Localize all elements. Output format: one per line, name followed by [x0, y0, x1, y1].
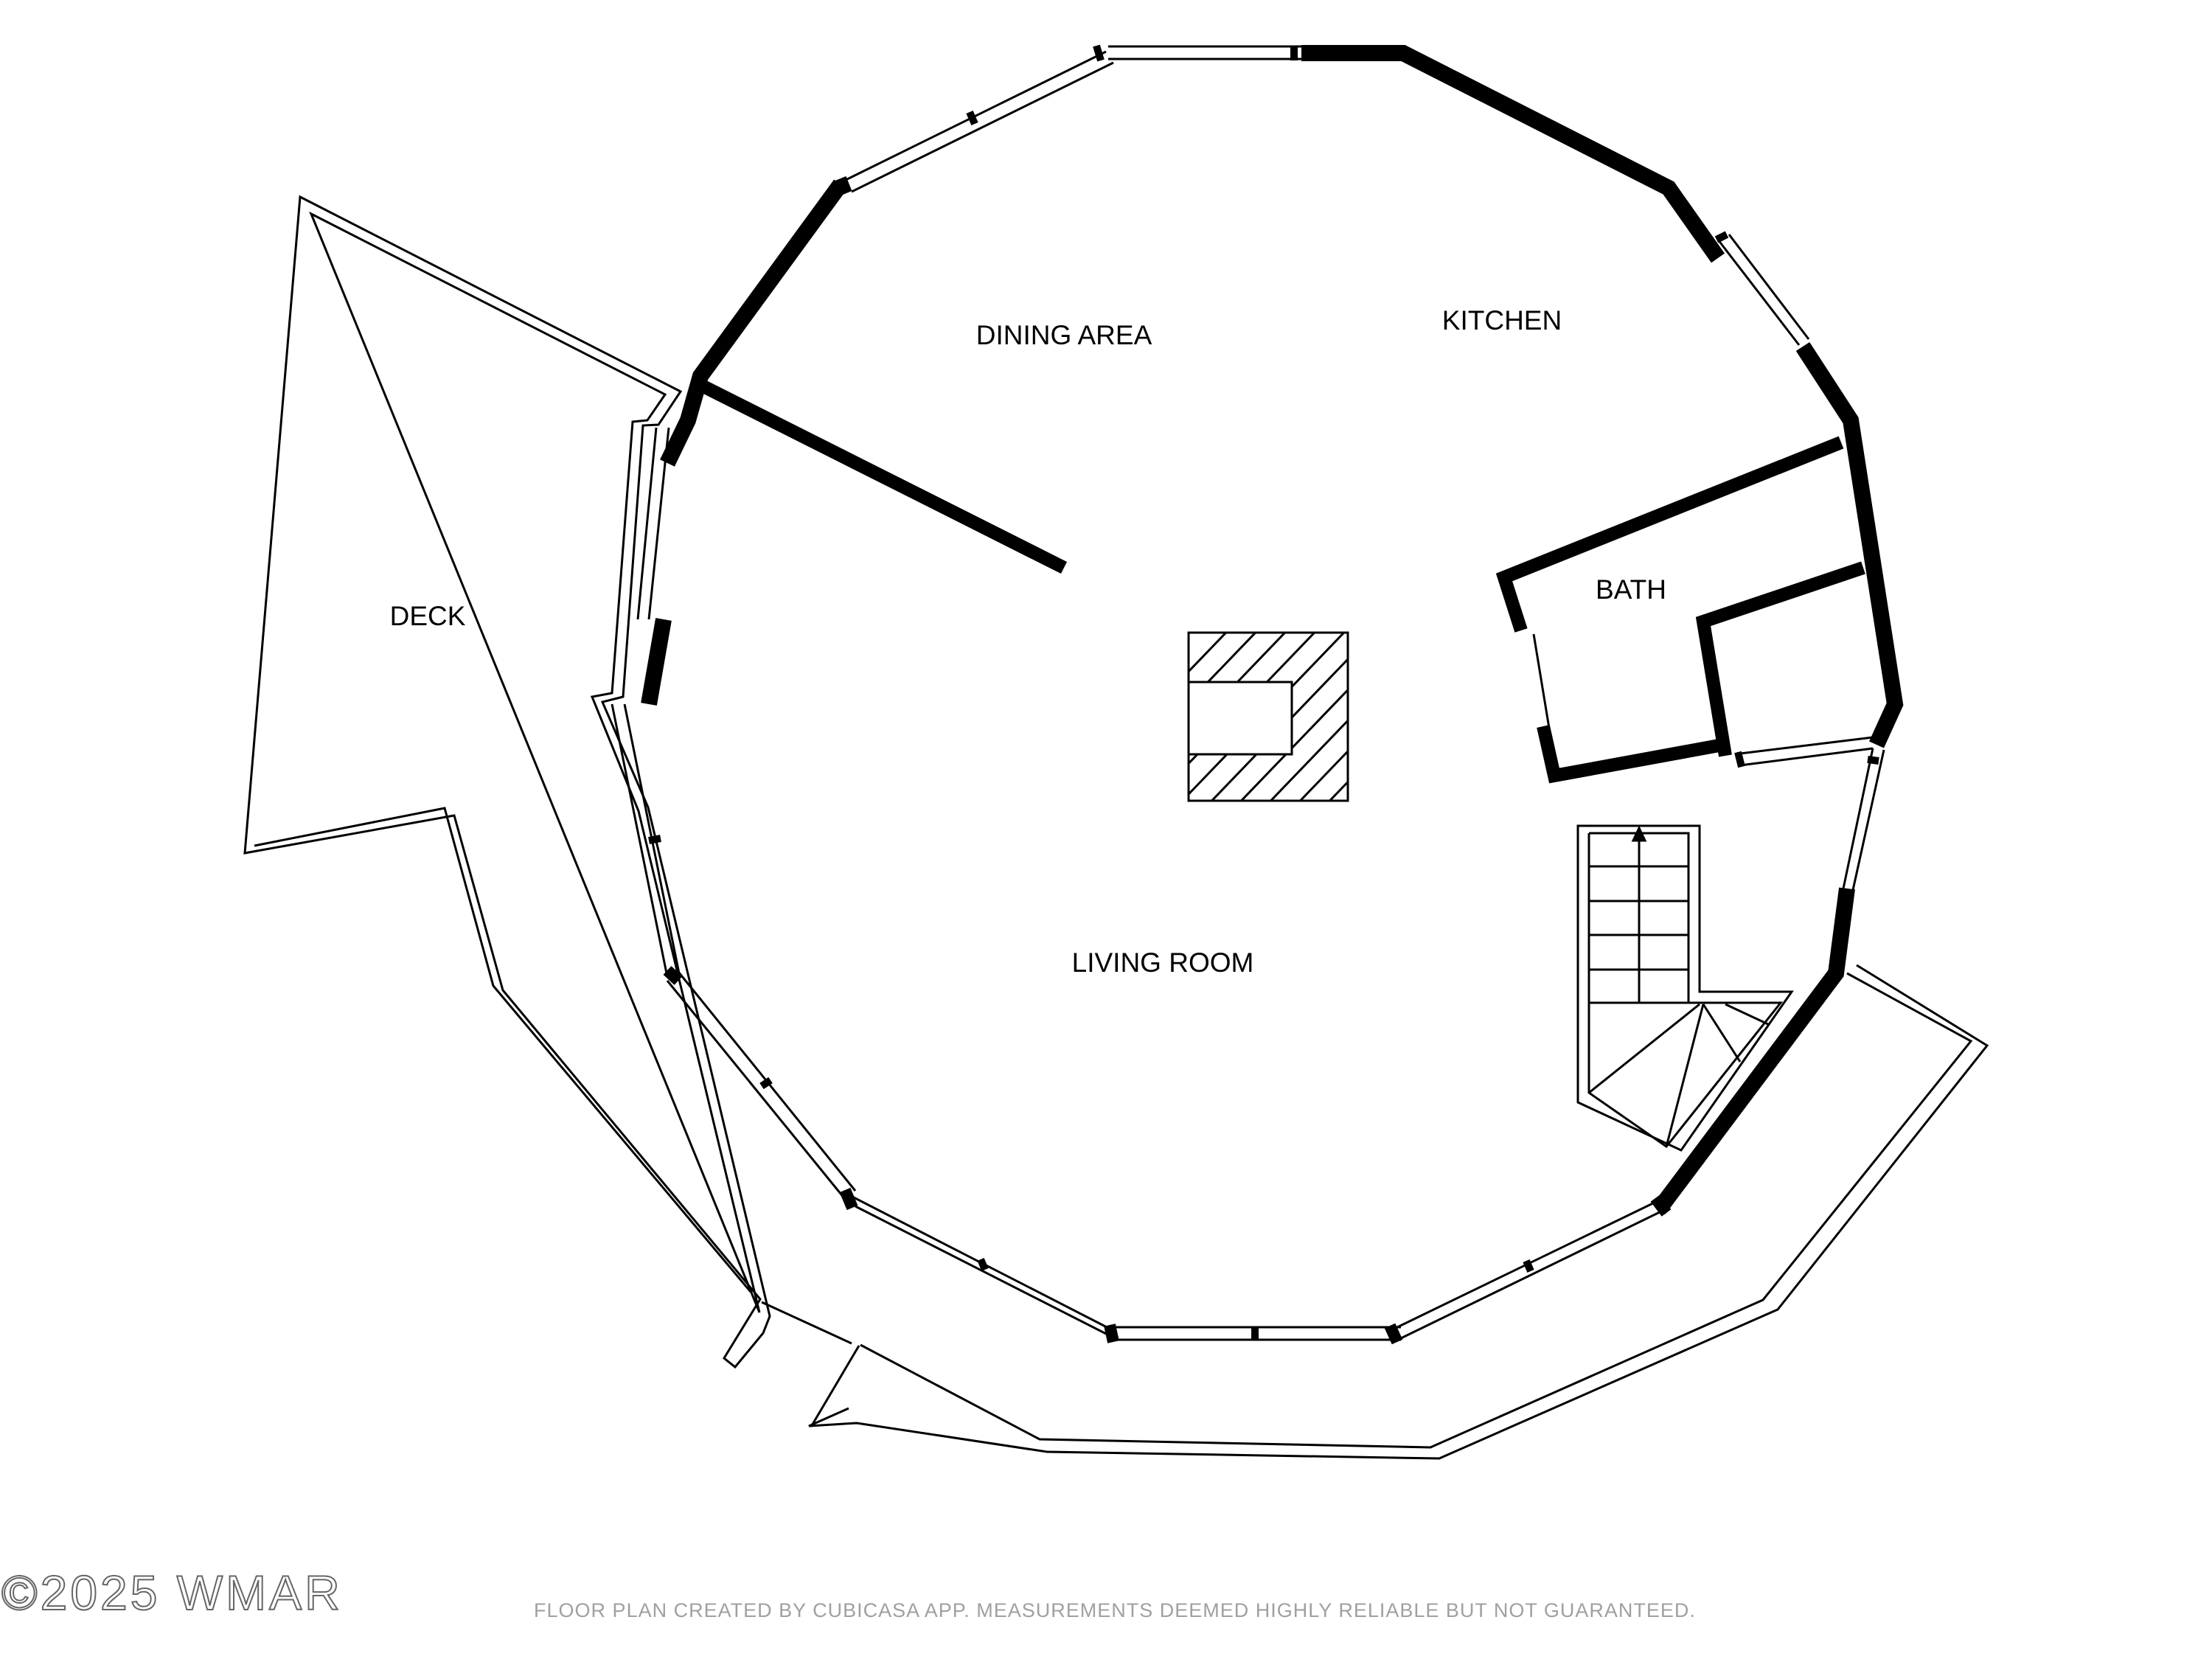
label-dining-area: DINING AREA	[976, 320, 1152, 350]
deck-outline	[243, 195, 771, 1369]
wall-caps	[663, 176, 1672, 1345]
label-deck: DECK	[390, 601, 466, 631]
disclaimer: FLOOR PLAN CREATED BY CUBICASA APP. MEAS…	[534, 1599, 1696, 1621]
south-deck-outer	[808, 964, 1989, 1460]
window-mullions	[648, 44, 1879, 1340]
label-kitchen: KITCHEN	[1442, 305, 1562, 335]
deck-stair-right	[810, 1345, 860, 1427]
bath-walls	[1495, 436, 1865, 784]
label-living-room: LIVING ROOM	[1072, 947, 1254, 978]
staircase	[1576, 824, 1794, 1152]
exterior-walls	[641, 45, 1904, 1214]
watermark: ©2025 WMAR	[1, 1565, 343, 1620]
deck-edge	[254, 807, 752, 1293]
deck-stair-left	[761, 1301, 852, 1345]
stair-arrow	[1631, 825, 1647, 842]
fireplace-insert	[1187, 681, 1293, 756]
fireplace	[1187, 631, 1349, 802]
south-deck-inner	[860, 972, 1973, 1449]
dining-wall	[691, 375, 1068, 574]
label-bath: BATH	[1596, 574, 1666, 605]
deck-outline-inner	[309, 211, 761, 1313]
